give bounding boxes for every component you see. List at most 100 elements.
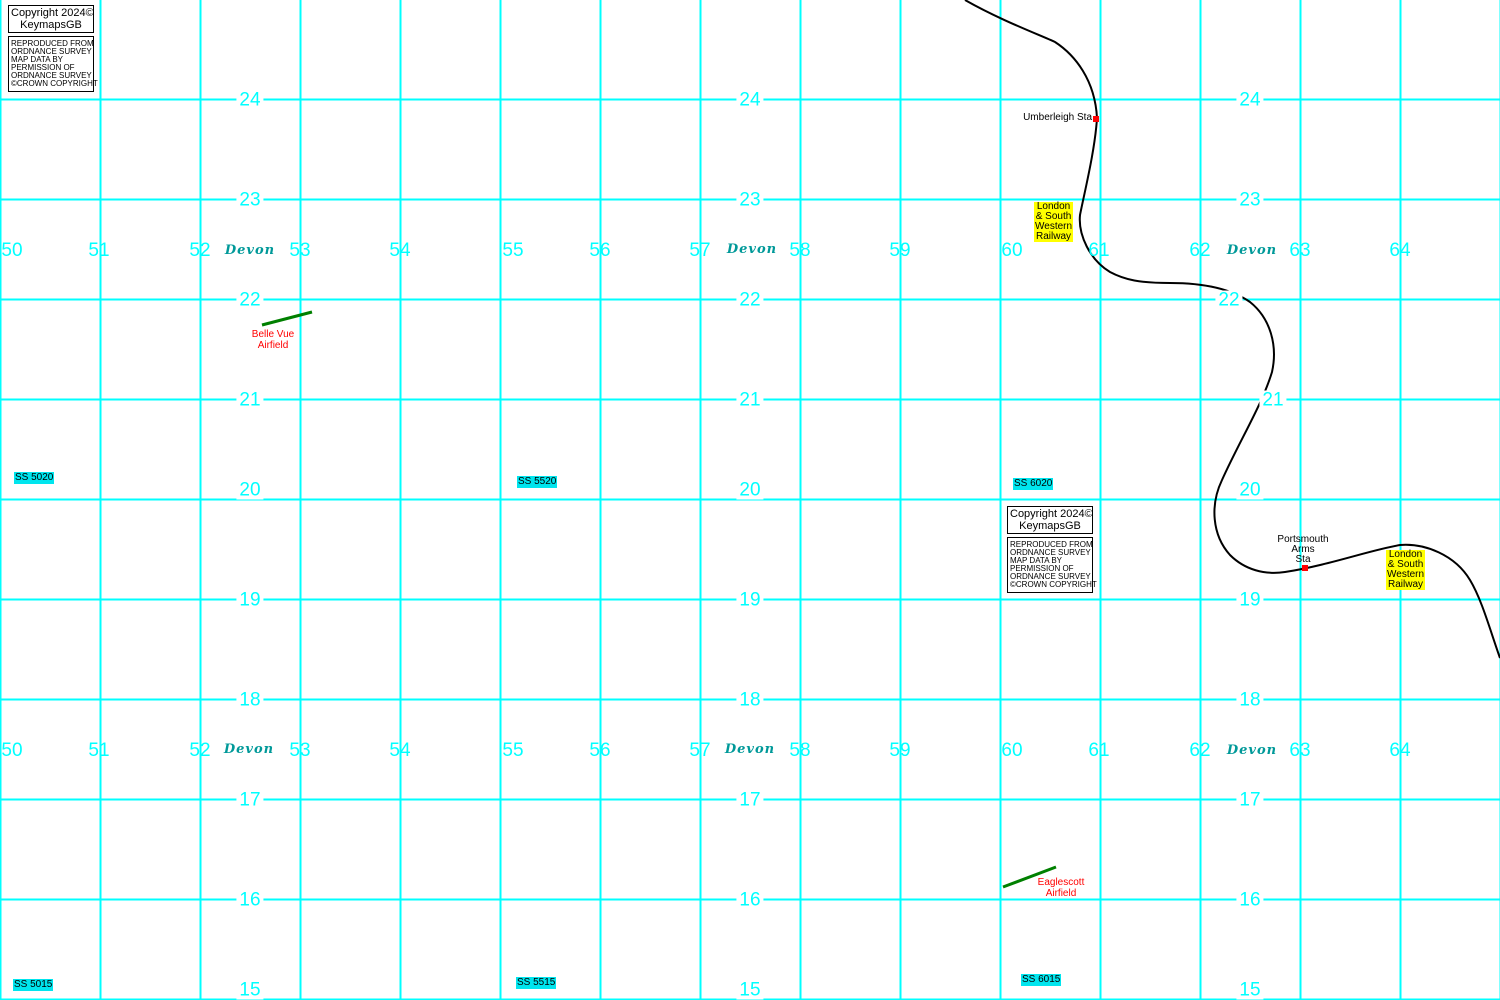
easting-label: 52 — [189, 240, 211, 261]
northing-label: 24 — [236, 90, 264, 110]
easting-label: 59 — [889, 740, 911, 761]
label-line: & South — [1387, 559, 1424, 570]
easting-label: 55 — [502, 740, 524, 761]
easting-label: 58 — [789, 740, 811, 761]
easting-label: 60 — [1001, 740, 1023, 761]
label-line: Airfield — [1045, 888, 1077, 899]
county-label: Devon — [726, 242, 778, 257]
northing-label: 24 — [1236, 90, 1264, 110]
easting-label: 53 — [289, 240, 311, 261]
northing-label: 20 — [736, 480, 764, 500]
northing-label: 20 — [236, 480, 264, 500]
county-label: Devon — [1226, 743, 1278, 758]
county-label: Devon — [1226, 243, 1278, 258]
station-label-umberleigh[interactable]: Umberleigh Sta — [1023, 112, 1092, 123]
easting-label: 50 — [1, 240, 23, 261]
northing-label: 18 — [1236, 690, 1264, 710]
label-line: Railway — [1388, 579, 1424, 590]
label-line: Railway — [1036, 231, 1072, 242]
notice-line: PERMISSION OF — [1010, 564, 1074, 573]
umberleigh-station-marker[interactable] — [1093, 116, 1099, 122]
northing-label: 22 — [736, 290, 764, 310]
notice-line: REPRODUCED FROM — [1010, 540, 1093, 549]
grid-square-label: SS 6015 — [1021, 974, 1062, 986]
notice-line: MAP DATA BY — [1010, 556, 1063, 565]
label-line: Airfield — [257, 340, 289, 351]
copyright-block: Copyright 2024©KeymapsGB REPRODUCED FROM… — [8, 5, 98, 92]
label-line: Western — [1035, 221, 1073, 232]
notice-line: PERMISSION OF — [11, 63, 75, 72]
easting-label: 56 — [589, 240, 611, 261]
belle-vue-runway — [261, 310, 313, 327]
northing-label: 19 — [236, 590, 264, 610]
northing-label: 19 — [736, 590, 764, 610]
easting-label: 62 — [1189, 740, 1211, 761]
northing-label: 15 — [736, 980, 764, 1000]
label-line: Portsmouth — [1277, 534, 1329, 545]
label-line: & South — [1035, 211, 1072, 222]
copyright-owner: KeymapsGB — [1019, 520, 1081, 532]
northing-label: 17 — [236, 790, 264, 810]
label-line: London — [1388, 549, 1423, 560]
county-label: Devon — [724, 742, 776, 757]
easting-label: 50 — [1, 740, 23, 761]
northing-label: 18 — [236, 690, 264, 710]
easting-label: 59 — [889, 240, 911, 261]
easting-label: 64 — [1389, 240, 1411, 261]
county-label: Devon — [224, 243, 276, 258]
grid-square-label: SS 5015 — [13, 979, 54, 991]
northing-label: 23 — [236, 190, 264, 210]
label-line: Eaglescott — [1037, 877, 1085, 888]
easting-label: 57 — [689, 740, 711, 761]
airfield-label-eaglescott[interactable]: Eaglescott Airfield — [1038, 877, 1085, 899]
easting-label: 54 — [389, 740, 411, 761]
northing-label: 16 — [1236, 890, 1264, 910]
northing-label: 22 — [236, 290, 264, 310]
portsmouth-arms-station-marker[interactable] — [1302, 565, 1308, 571]
grid-square-label: SS 5520 — [517, 476, 558, 488]
copyright-owner: KeymapsGB — [20, 19, 82, 31]
label-line: Western — [1387, 569, 1425, 580]
label-line: London — [1036, 201, 1071, 212]
easting-label: 51 — [88, 240, 110, 261]
grid-square-label: SS 5020 — [14, 472, 55, 484]
easting-label: 63 — [1289, 740, 1311, 761]
os-notice: REPRODUCED FROM ORDNANCE SURVEY MAP DATA… — [1007, 537, 1097, 593]
copyright-line: Copyright 2024© — [1010, 508, 1093, 520]
northing-label: 24 — [736, 90, 764, 110]
label-line: Sta — [1295, 554, 1311, 565]
easting-label: 54 — [389, 240, 411, 261]
easting-label: 61 — [1088, 740, 1110, 761]
northing-label: 17 — [736, 790, 764, 810]
easting-label: 53 — [289, 740, 311, 761]
easting-label: 56 — [589, 740, 611, 761]
label-line: Arms — [1291, 544, 1315, 555]
notice-line: ORDNANCE SURVEY — [1010, 572, 1091, 581]
railway-label: London & South Western Railway — [1386, 549, 1426, 590]
railway-label: London & South Western Railway — [1034, 201, 1074, 242]
easting-label: 62 — [1189, 240, 1211, 261]
notice-line: REPRODUCED FROM — [11, 39, 94, 48]
os-notice: REPRODUCED FROM ORDNANCE SURVEY MAP DATA… — [8, 36, 98, 92]
easting-label: 64 — [1389, 740, 1411, 761]
northing-label: 15 — [1236, 980, 1264, 1000]
northing-label: 22 — [1215, 290, 1243, 310]
northing-label: 16 — [236, 890, 264, 910]
airfield-label-belle-vue[interactable]: Belle Vue Airfield — [252, 329, 294, 351]
notice-line: ©CROWN COPYRIGHT — [11, 79, 98, 88]
station-label-portsmouth-arms[interactable]: Portsmouth Arms Sta — [1277, 535, 1328, 565]
easting-label: 63 — [1289, 240, 1311, 261]
northing-label: 23 — [736, 190, 764, 210]
eaglescott-runway — [1002, 865, 1057, 889]
copyright-block: Copyright 2024©KeymapsGB REPRODUCED FROM… — [1007, 506, 1097, 593]
easting-label: 58 — [789, 240, 811, 261]
grid-square-label: SS 5515 — [516, 977, 557, 989]
notice-line: ORDNANCE SURVEY — [11, 71, 92, 80]
easting-label: 61 — [1088, 240, 1110, 261]
northing-label: 23 — [1236, 190, 1264, 210]
northing-label: 19 — [1236, 590, 1264, 610]
northing-label: 21 — [736, 390, 764, 410]
notice-line: MAP DATA BY — [11, 55, 64, 64]
